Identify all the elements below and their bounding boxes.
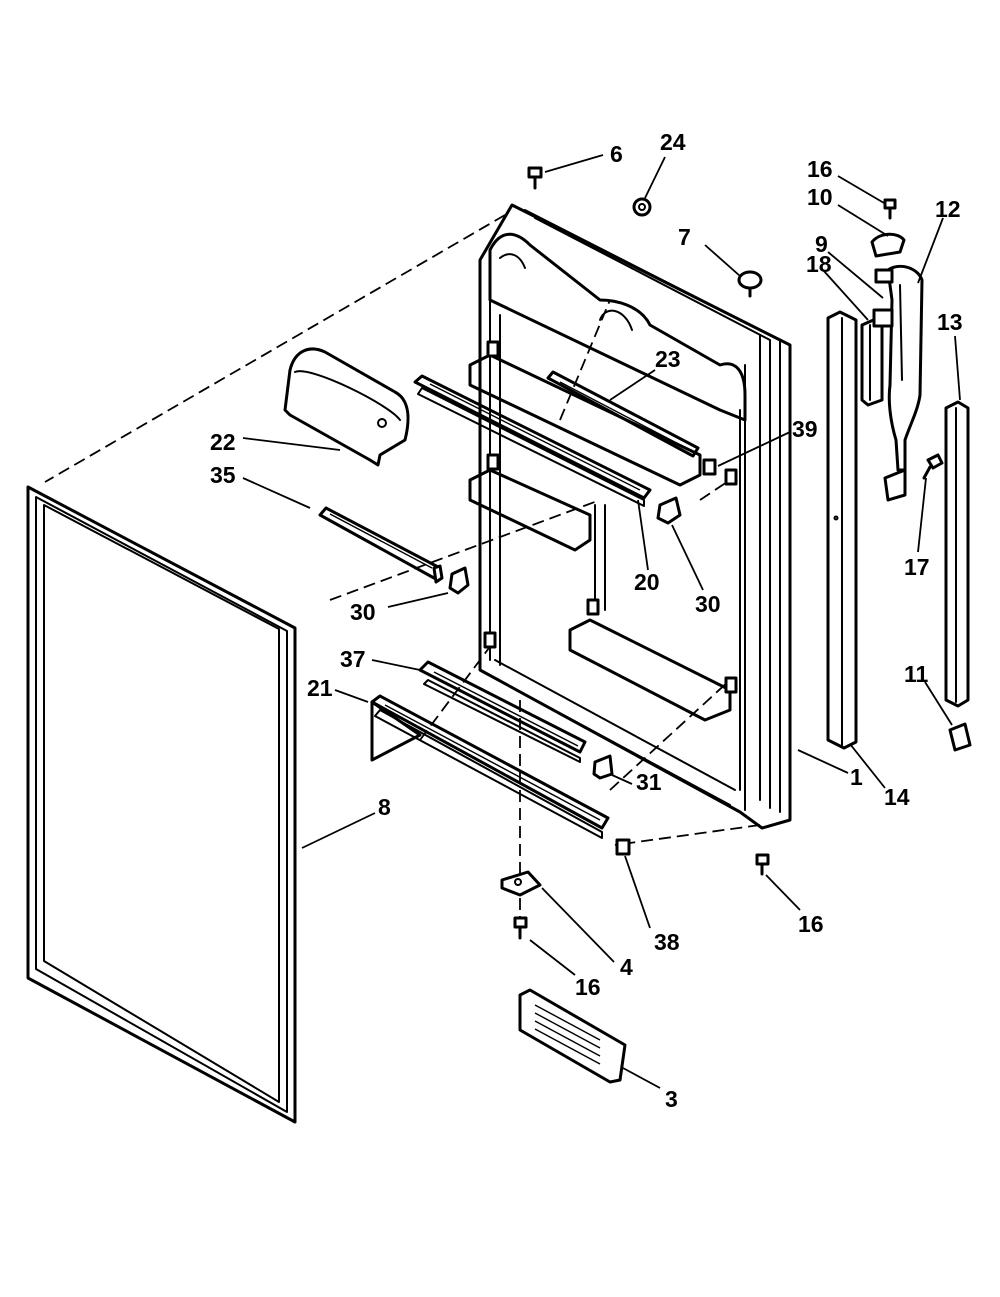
callout-16-bottom: 16 [575,974,601,1000]
callout-21: 21 [307,675,333,701]
cap-11 [948,722,972,752]
callout-37: 37 [340,646,366,672]
callout-23: 23 [655,346,681,372]
callout-16-right: 16 [798,911,824,937]
cover-22 [283,347,410,467]
screw-17 [922,453,944,480]
screw-16-right [755,853,770,876]
callout-8: 8 [378,794,391,820]
rail-20 [413,374,652,507]
callout-7: 7 [678,224,691,250]
side-strip-14 [826,310,858,750]
rail-23 [546,370,700,458]
callout-35: 35 [210,462,236,488]
screw-6 [527,166,543,190]
clip-31 [592,754,614,780]
callout-1: 1 [850,764,863,790]
rail-35 [318,506,444,584]
callout-30-left: 30 [350,599,376,625]
hinge-4 [500,870,542,897]
callout-39: 39 [792,416,818,442]
screw-16-bottom [513,916,528,940]
nut-24 [632,197,652,217]
clip-30-left [448,566,470,595]
callout-16-top: 16 [807,156,833,182]
callout-13: 13 [937,309,963,335]
screw-16-top [883,198,897,220]
callout-22: 22 [210,429,236,455]
pin-38 [615,838,631,856]
callout-12: 12 [935,196,961,222]
callout-31: 31 [636,769,662,795]
grille-3 [518,988,627,1084]
spacer-18 [860,316,884,407]
callout-18: 18 [806,251,832,277]
callout-10: 10 [807,184,833,210]
callout-24: 24 [660,129,686,155]
callout-3: 3 [665,1086,678,1112]
callout-labels: 6 24 7 16 10 12 9 18 13 23 39 22 35 30 2… [210,129,963,1112]
callout-38: 38 [654,929,680,955]
callout-14: 14 [884,784,910,810]
clip-30-right [656,496,682,525]
callout-11: 11 [904,661,929,687]
callout-4: 4 [620,954,633,980]
block-39 [702,458,717,476]
handle-12 [883,264,924,502]
callout-6: 6 [610,141,623,167]
rail-37 [418,660,587,763]
rail-21 [370,694,610,839]
strip-13 [944,400,970,708]
door-gasket-frame [26,485,297,1124]
hinge-9-10 [870,232,906,328]
leader-lines [242,154,961,1089]
cabinet-liner [468,203,792,830]
callout-30-right: 30 [695,591,721,617]
knob-7 [737,270,763,298]
callout-17: 17 [904,554,930,580]
callout-9: 9 [815,231,828,257]
callout-20: 20 [634,569,660,595]
